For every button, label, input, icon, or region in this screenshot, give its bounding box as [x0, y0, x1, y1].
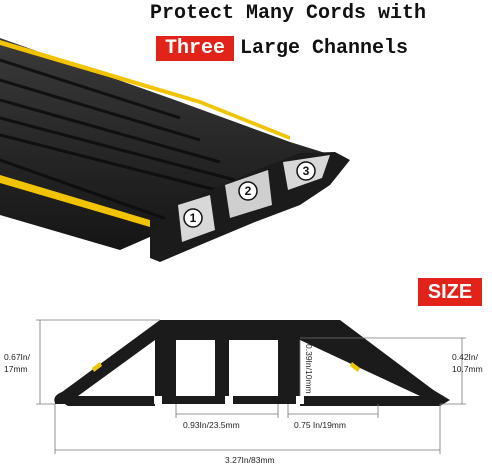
protector-top-surface: [0, 38, 335, 250]
cross-section-diagram: [36, 319, 466, 454]
three-highlight-badge: Three: [156, 35, 235, 61]
headline-line-2-text: Large Channels: [240, 36, 409, 60]
overall-height-label-1: 0.67In/: [4, 352, 30, 362]
bottom-gap-right: [296, 396, 304, 404]
bottom-gap-center: [225, 396, 233, 404]
channel-2-number: 2: [245, 184, 252, 198]
center-width-label: 0.93In/23.5mm: [183, 420, 240, 430]
yellow-stripe-bottom: [0, 175, 150, 227]
total-width-label: 3.27In/83mm: [225, 455, 275, 465]
channel-1-number: 1: [190, 211, 197, 225]
channel-height-label-2: 10.7mm: [452, 364, 483, 374]
channel-height-label-1: 0.42In/: [452, 352, 478, 362]
side-width-label: 0.75 In/19mm: [294, 420, 346, 430]
channel-3-number: 3: [303, 164, 310, 178]
yellow-stripe-top: [0, 40, 290, 140]
bottom-gap-left: [154, 396, 162, 404]
left-channel-hollow: [78, 340, 155, 396]
channel-2-marker: [238, 181, 258, 201]
diagram-stripe-right: [350, 362, 360, 372]
headline-line-2: Three Large Channels: [156, 34, 408, 62]
surface-ribs: [0, 58, 241, 224]
center-divider-left: [215, 340, 229, 396]
channel-3-marker: [296, 161, 316, 181]
overall-height-label-2: 17mm: [4, 364, 28, 374]
headline-line-1: Protect Many Cords with: [150, 2, 427, 25]
channel-1-marker: [183, 208, 203, 228]
diagram-stripe-left: [92, 362, 102, 372]
size-badge: SIZE: [418, 278, 482, 306]
cord-protector-photo: 1 2 3: [0, 38, 350, 262]
inner-height-label: 0.39In/10mm: [304, 344, 314, 394]
